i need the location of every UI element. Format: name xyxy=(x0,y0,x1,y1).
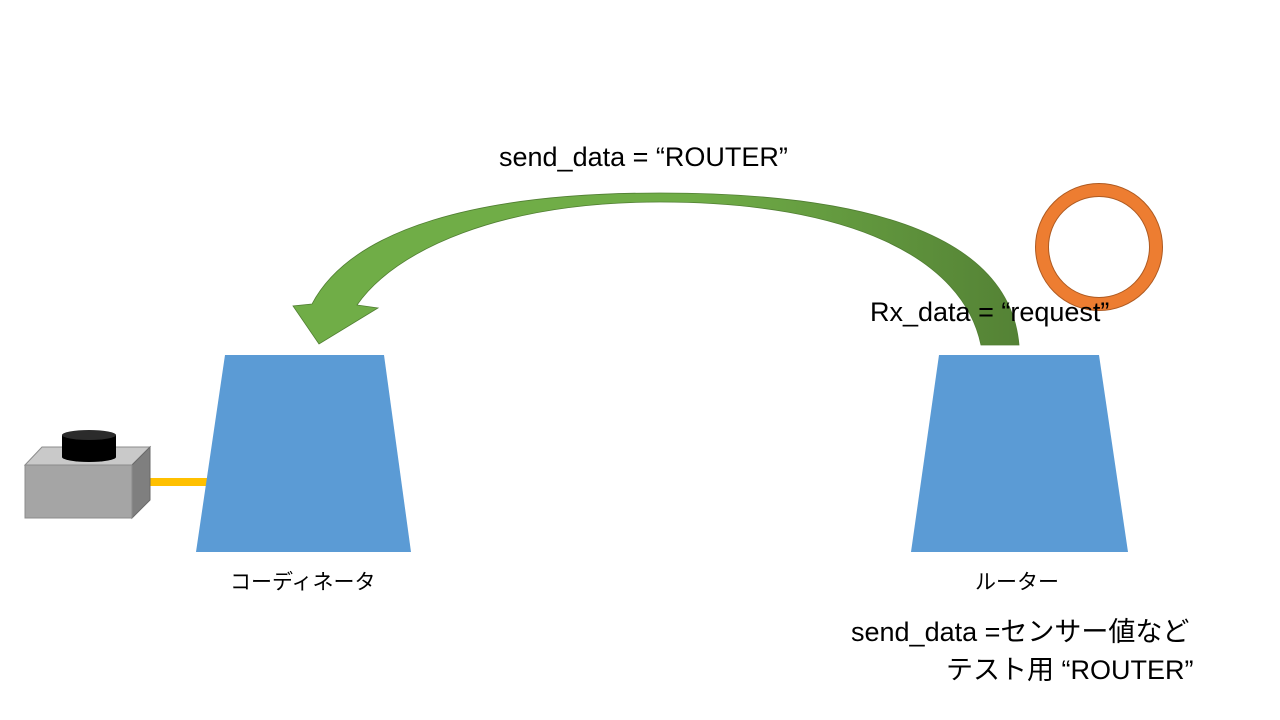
rx-data-label: Rx_data = “request” xyxy=(870,297,1110,327)
send-arrow xyxy=(292,192,1020,346)
sensor-knob-body xyxy=(62,435,116,457)
router-node xyxy=(911,355,1128,552)
router-label: ルーター xyxy=(975,571,1059,594)
coordinator-label: コーディネータ xyxy=(230,571,376,594)
test-use-label: テスト用 “ROUTER” xyxy=(946,655,1194,685)
sensor-device-icon xyxy=(23,430,152,520)
sensor-knob-top xyxy=(62,430,116,440)
coordinator-node xyxy=(196,355,411,552)
send-data-top-label: send_data = “ROUTER” xyxy=(499,142,788,172)
send-data-bottom-label: send_data =センサー値など xyxy=(851,617,1190,647)
sensor-cable xyxy=(148,478,210,486)
status-ring-fill xyxy=(1036,184,1162,310)
sensor-front-face xyxy=(24,464,133,519)
sensor-knob-bottom xyxy=(62,452,116,462)
